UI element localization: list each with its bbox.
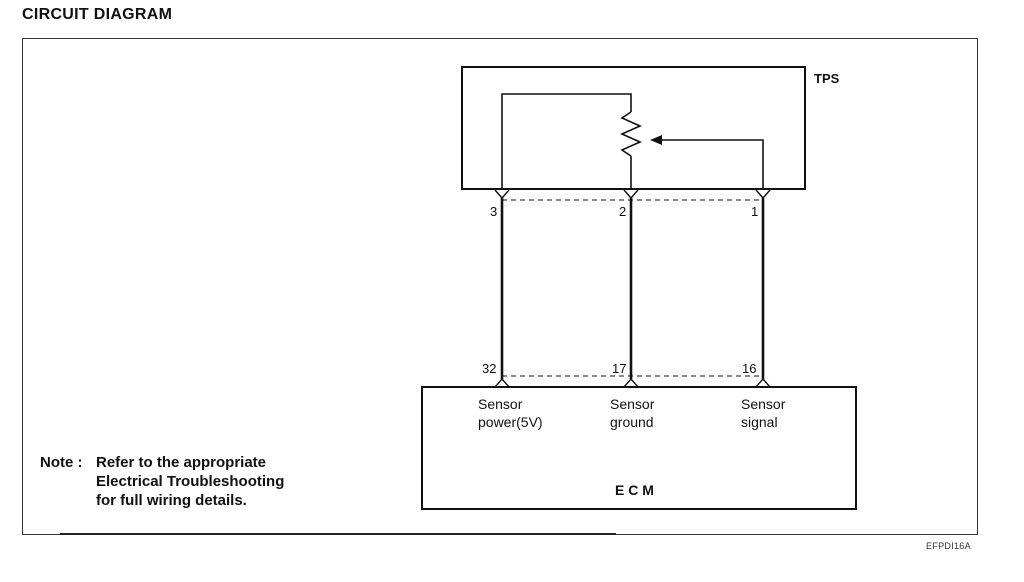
pin-ecm-power: 32 [482, 361, 497, 376]
ecm-terminal-ground: Sensor ground [610, 395, 654, 431]
note-line1: Refer to the appropriate [96, 454, 267, 471]
tps-power-trace [501, 93, 632, 189]
ecm-label: E C M [615, 482, 654, 498]
frame-underline [60, 533, 616, 535]
pin-tps-ground: 2 [619, 204, 627, 219]
tps-wiper-trace [660, 139, 764, 189]
ecm-terminal-signal: Sensor signal [741, 395, 785, 431]
ecm-terminal-power: Sensor power(5V) [478, 395, 543, 431]
wiper-arrow-icon [650, 135, 662, 145]
tps-label: TPS [814, 71, 840, 86]
connector-pin-icon [494, 377, 510, 388]
page-title: CIRCUIT DIAGRAM [22, 6, 173, 23]
pin-ecm-signal: 16 [742, 361, 757, 376]
connector-pin-icon [623, 189, 639, 200]
ecm-terminal-signal-line2: signal [741, 414, 778, 430]
connector-pin-icon [494, 189, 510, 200]
potentiometer-resistor-icon [620, 111, 642, 157]
connector-pin-icon [623, 377, 639, 388]
pin-ecm-ground: 17 [612, 361, 627, 376]
figure-code: EFPDI16A [926, 541, 971, 551]
connector-pin-icon [755, 189, 771, 200]
tps-box [461, 66, 806, 190]
note-line3: for full wiring details. [96, 492, 247, 509]
ecm-terminal-power-line2: power(5V) [478, 414, 543, 430]
note-prefix: Note : [40, 454, 83, 471]
ecm-terminal-ground-line2: ground [610, 414, 654, 430]
ecm-terminal-signal-line1: Sensor [741, 396, 786, 412]
note-line2: Electrical Troubleshooting [96, 473, 285, 490]
pin-tps-signal: 1 [751, 204, 759, 219]
wiring-note: Note : Refer to the appropriate Electric… [40, 453, 284, 510]
ecm-box [421, 386, 857, 510]
ecm-terminal-ground-line1: Sensor [610, 396, 655, 412]
ecm-terminal-power-line1: Sensor [478, 396, 523, 412]
pin-tps-power: 3 [490, 204, 498, 219]
connector-pin-icon [755, 377, 771, 388]
